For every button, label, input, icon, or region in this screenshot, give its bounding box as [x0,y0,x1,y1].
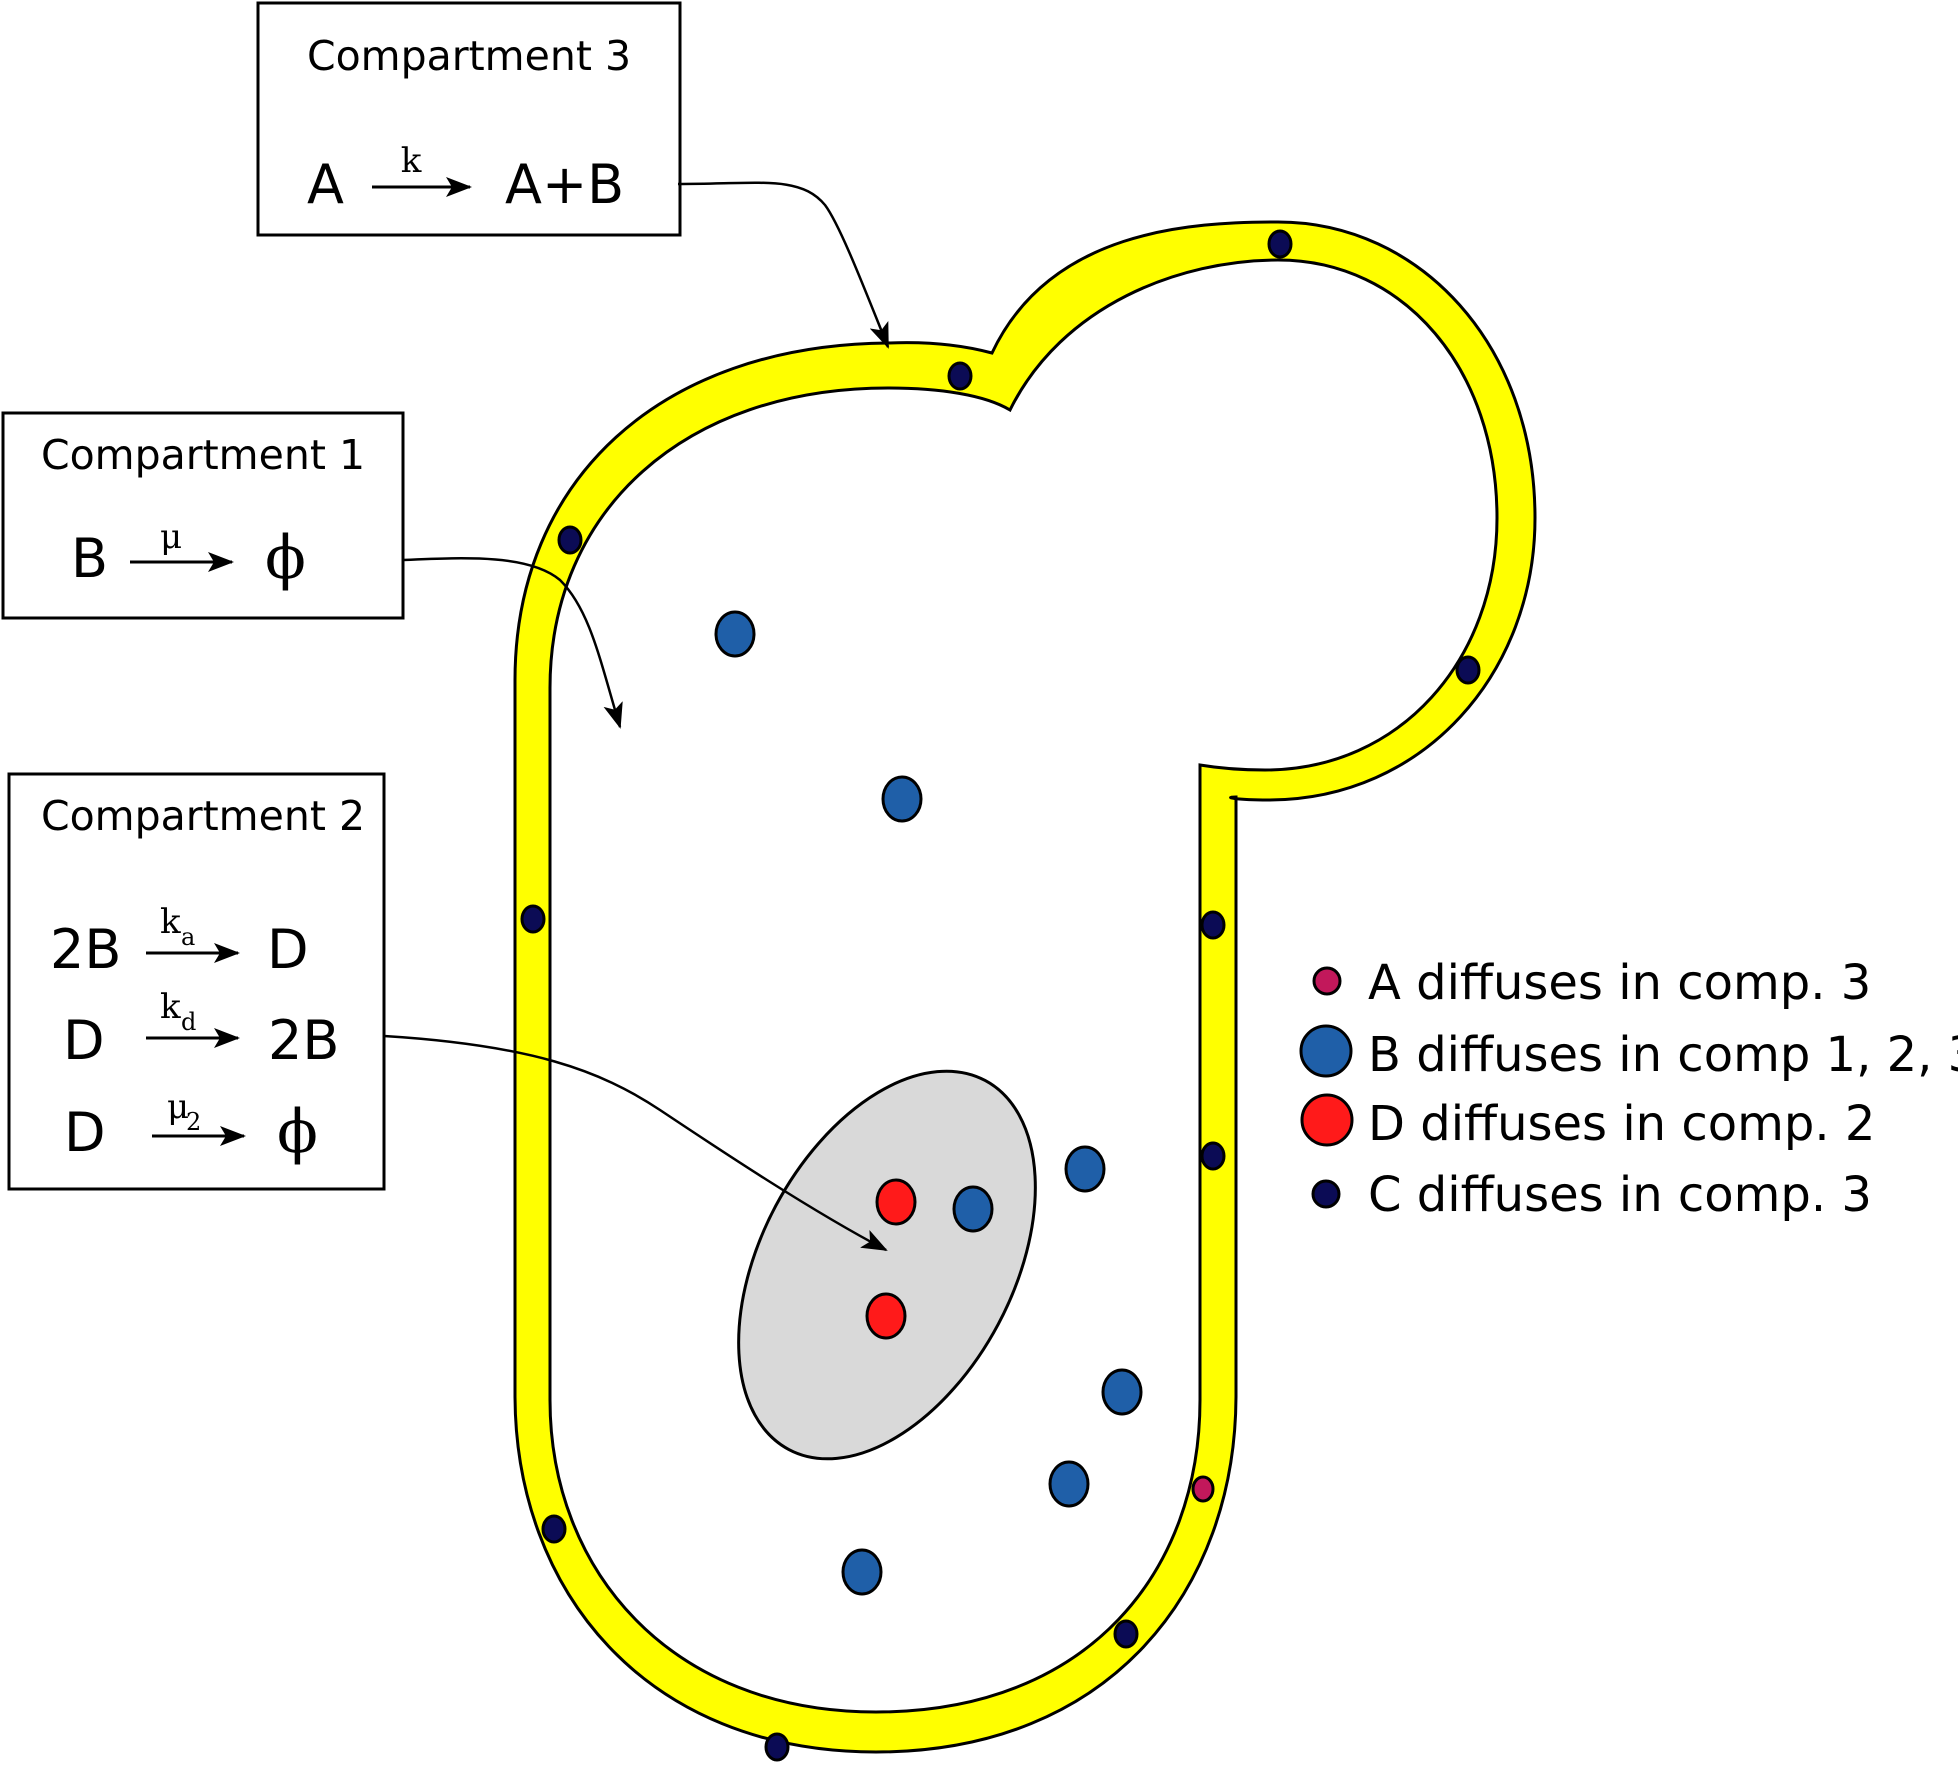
reaction-left: A [307,153,344,216]
compartment-2-box: Compartment 2 2B k a D D k d 2B D μ 2 ϕ [7,772,386,1191]
molecule-C [1200,1141,1226,1171]
reaction-left: B [71,527,108,590]
molecule-D [875,1178,917,1226]
reaction-left: D [64,1101,106,1164]
legend-label-A: A diffuses in comp. 3 [1368,955,1871,1011]
arrow-compartment-2-to-nucleus [383,1034,888,1252]
arrow-compartment-3-to-membrane [677,181,890,349]
molecule-B [841,1548,883,1596]
compartment-2-title: Compartment 2 [41,792,365,840]
molecule-C [1113,1619,1139,1649]
legend-marker-A [1312,966,1342,996]
molecule-B [952,1185,994,1233]
molecule-C [1455,655,1481,685]
molecule-B [1101,1368,1143,1416]
molecule-B [714,610,756,658]
molecule-A [1191,1475,1215,1503]
compartment-2-region [737,1069,1037,1461]
reaction-right: 2B [268,1009,339,1072]
reaction-right: D [267,918,309,981]
molecule-C [557,525,583,555]
molecule-B [1064,1145,1106,1193]
reaction-rate: μ [160,517,182,557]
molecules [520,229,1481,1762]
cell-interior [548,258,1499,1714]
molecule-D [865,1292,907,1340]
compartment-1-title: Compartment 1 [41,431,365,479]
reaction-left: D [63,1009,105,1072]
reaction-rate-subscript: d [181,1008,196,1036]
compartment-3-title: Compartment 3 [307,32,631,80]
molecule-C [1200,910,1226,940]
molecule-C [764,1732,790,1762]
reaction-left: 2B [50,918,121,981]
reaction-rate-subscript: 2 [186,1108,201,1136]
reaction-rate: k [160,902,181,942]
legend-label-D: D diffuses in comp. 2 [1368,1096,1875,1152]
molecule-C [541,1514,567,1544]
reaction-right: A+B [505,153,624,216]
molecule-B [1048,1460,1090,1508]
legend-marker-D [1300,1093,1354,1147]
molecule-C [1267,229,1293,259]
molecule-B [881,775,923,823]
reaction-right: ϕ [277,1097,318,1167]
reaction-rate: k [401,141,422,181]
legend: A diffuses in comp. 3 B diffuses in comp… [1299,955,1958,1223]
legend-marker-C [1311,1179,1341,1209]
legend-label-C: C diffuses in comp. 3 [1368,1167,1872,1223]
reaction-rate-subscript: a [181,923,195,951]
compartment-1-box: Compartment 1 B μ ϕ [1,411,405,620]
molecule-C [947,361,973,391]
legend-label-B: B diffuses in comp 1, 2, 3 [1368,1027,1958,1083]
compartment-3-box: Compartment 3 A k A+B [256,1,682,237]
reaction-rate: k [160,987,181,1027]
molecule-C [520,904,546,934]
arrow-compartment-1-to-cytoplasm [402,557,623,729]
legend-marker-B [1299,1024,1353,1078]
reaction-right: ϕ [265,523,306,593]
reaction-rate: μ [167,1087,189,1127]
